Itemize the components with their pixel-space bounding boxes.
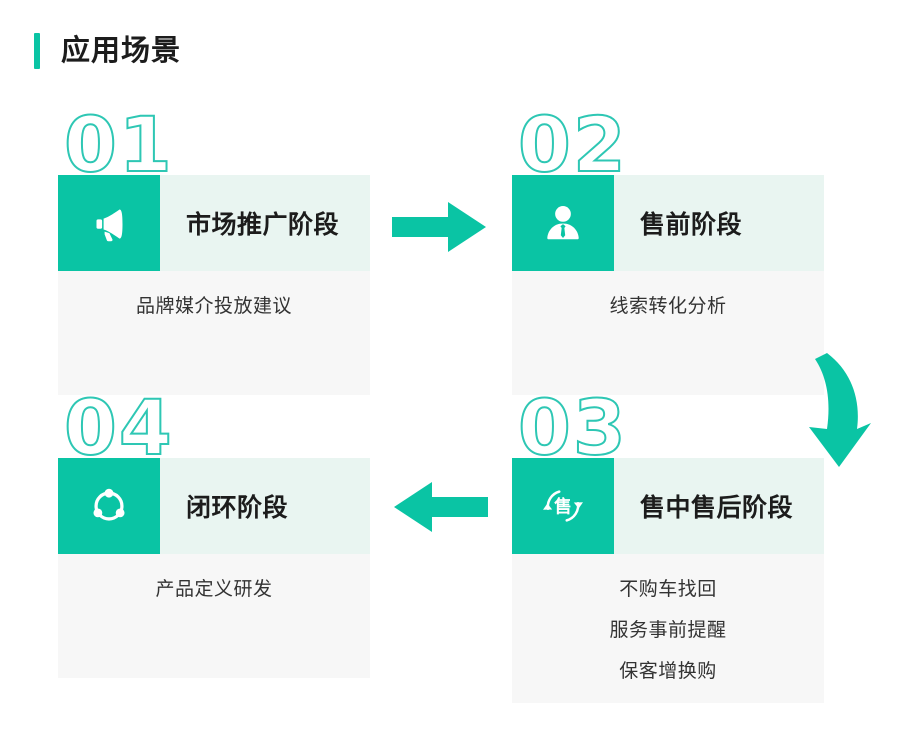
salesperson-icon [512, 175, 614, 271]
sales-cycle-icon-glyph: 售 [554, 496, 572, 518]
stage-header-03: 售 售中售后阶段 [512, 458, 824, 554]
stage-title-03: 售中售后阶段 [640, 494, 794, 522]
stage-header-02: 售前阶段 [512, 175, 824, 271]
stage-card-01[interactable]: 01 市场推广阶段 品牌媒介投放建议 [58, 106, 370, 395]
stage-body-01: 品牌媒介投放建议 [58, 271, 370, 395]
page-header: 应用场景 [34, 33, 181, 69]
stage-description: 不购车找回 [619, 579, 717, 600]
stage-number-04: 04 [63, 383, 174, 472]
stage-body-04: 产品定义研发 [58, 554, 370, 678]
stage-card-02[interactable]: 02 售前阶段 线索转化分析 [512, 106, 824, 395]
stage-description: 保客增换购 [619, 661, 717, 682]
stage-title-04: 闭环阶段 [186, 494, 289, 522]
stage-description: 服务事前提醒 [609, 620, 727, 641]
stage-body-03: 不购车找回 服务事前提醒 保客增换购 [512, 554, 824, 703]
arrow-left-icon [390, 478, 490, 541]
stage-header-04: 闭环阶段 [58, 458, 370, 554]
stage-number-03: 03 [517, 383, 628, 472]
stage-title-02: 售前阶段 [640, 211, 743, 239]
stage-title-01: 市场推广阶段 [186, 211, 340, 239]
sales-cycle-icon: 售 [512, 458, 614, 554]
page-title: 应用场景 [61, 34, 182, 67]
stage-description: 产品定义研发 [155, 579, 273, 600]
megaphone-icon [58, 175, 160, 271]
arrow-curve-down-icon [805, 345, 885, 480]
stage-card-04[interactable]: 04 闭环阶段 产品定义研发 [58, 389, 370, 678]
stage-number-02: 02 [517, 100, 628, 189]
title-accent-bar [34, 33, 40, 69]
stage-body-02: 线索转化分析 [512, 271, 824, 395]
stage-header-01: 市场推广阶段 [58, 175, 370, 271]
stage-description: 品牌媒介投放建议 [135, 296, 292, 317]
stage-number-01: 01 [63, 100, 174, 189]
stage-card-03[interactable]: 03 售 售中售后阶段 不购车找回 服务事前提醒 [512, 389, 824, 703]
stage-description: 线索转化分析 [609, 296, 727, 317]
arrow-right-icon [390, 198, 490, 261]
closed-loop-icon [58, 458, 160, 554]
